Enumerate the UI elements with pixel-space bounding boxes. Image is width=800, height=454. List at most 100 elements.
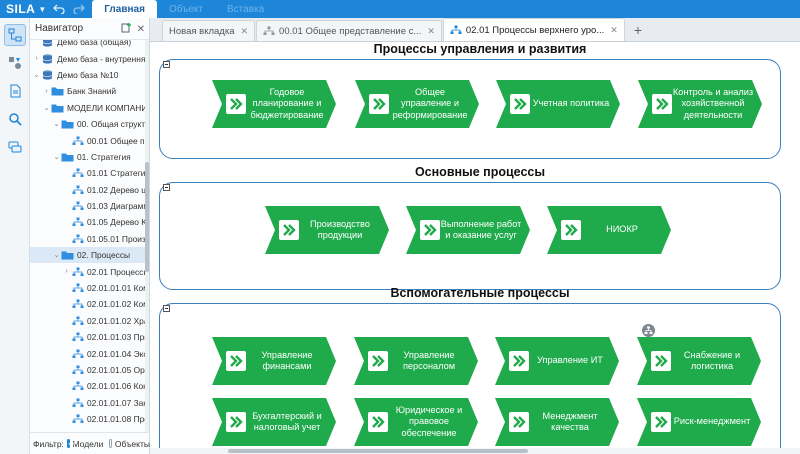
chevron-right-icon[interactable]: › <box>35 55 38 63</box>
structure-button[interactable] <box>4 52 26 74</box>
ribbon-tab-home[interactable]: Главная <box>92 0 157 18</box>
tree-item[interactable]: ⌄01. Стратегия <box>30 149 146 165</box>
search-button[interactable] <box>4 108 26 130</box>
process-block[interactable]: Снабжение и логистика <box>637 337 761 385</box>
add-tab-button[interactable]: + <box>633 22 642 38</box>
double-chevron-icon <box>656 98 669 110</box>
chevron-right-icon[interactable]: › <box>65 268 68 276</box>
group-title: Процессы управления и развития <box>373 42 587 56</box>
comments-button[interactable] <box>4 136 26 158</box>
document-tab-bar: Новая вкладка ✕ 00.01 Общее представлени… <box>150 18 800 42</box>
tree-item[interactable]: ⌄02. Процессы <box>30 247 146 264</box>
redo-icon[interactable] <box>72 2 86 16</box>
new-model-icon[interactable] <box>121 22 132 36</box>
tab-general-view[interactable]: 00.01 Общее представление с... ✕ <box>256 20 442 41</box>
app-brand[interactable]: SILA <box>6 2 36 16</box>
chevron-down-icon[interactable]: ⌄ <box>33 71 40 79</box>
tree-item-label: 02.01.01.06 Контрол <box>87 381 146 392</box>
tree-item[interactable]: 01.02 Дерево целей <box>30 182 146 198</box>
tree-item[interactable]: 01.05 Дерево KPI кс <box>30 214 146 230</box>
canvas-scroll-thumb[interactable] <box>228 449 528 453</box>
model-icon <box>71 299 84 309</box>
diagram-canvas[interactable]: Процессы управления и развития Основные … <box>150 42 800 454</box>
tree-item[interactable]: 02.01.01.01 Комплек <box>30 280 146 296</box>
tree-item[interactable]: 02.01.01.07 Заключе <box>30 395 146 411</box>
tree-item[interactable]: 02.01.01.08 Проведе <box>30 411 146 427</box>
tree-item[interactable]: ⌄Демо база №10 <box>30 67 146 83</box>
tab-new[interactable]: Новая вкладка ✕ <box>162 20 256 41</box>
tree-item[interactable]: 02.01.01.06 Контрол <box>30 378 146 394</box>
collapse-group-button[interactable] <box>163 305 170 312</box>
process-block[interactable]: Юридическое и правовое обеспечение <box>354 398 478 446</box>
chevron-right-icon[interactable]: › <box>45 87 48 95</box>
navigator-scrollbar[interactable] <box>145 40 149 432</box>
tree-item[interactable]: 02.01.01.05 Организ <box>30 362 146 378</box>
tree-item[interactable]: 00.01 Общее предст <box>30 132 146 148</box>
filter-objects-checkbox[interactable] <box>109 439 112 448</box>
tree-item[interactable]: 02.01.01.04 Экспорт <box>30 345 146 361</box>
process-block[interactable]: Управление ИТ <box>495 337 619 385</box>
tree-item[interactable]: ›Банк Знаний <box>30 83 146 99</box>
navigator-filter: Фильтр: Модели Объекты <box>30 432 150 454</box>
tree-item[interactable]: Демо база (общая) <box>30 40 146 50</box>
hierarchy-icon[interactable] <box>642 324 655 337</box>
process-block[interactable]: Выполнение работ и оказание услуг <box>406 206 530 254</box>
filter-objects-label: Объекты <box>114 438 150 449</box>
database-icon <box>41 70 54 80</box>
close-tab-icon[interactable]: ✕ <box>610 24 618 35</box>
close-icon[interactable]: ✕ <box>136 23 145 35</box>
process-block[interactable]: Управление финансами <box>212 337 336 385</box>
process-block[interactable]: НИОКР <box>547 206 671 254</box>
tree-item[interactable]: ›Демо база - внутренняя <box>30 50 146 66</box>
tree-item[interactable]: 02.01.01.02 Хранени <box>30 313 146 329</box>
document-button[interactable] <box>4 80 26 102</box>
tree-item[interactable]: › 02.01 Процессы верх <box>30 263 146 279</box>
process-label: Бухгалтерский и налоговый учет <box>252 410 322 432</box>
tree-item[interactable]: 01.03 Диаграмма ок <box>30 198 146 214</box>
tab-top-level-processes[interactable]: 02.01 Процессы верхнего уро... ✕ <box>442 18 625 41</box>
process-block[interactable]: Годовое планирование и бюджетирование <box>212 80 336 128</box>
ribbon-tab-object[interactable]: Объект <box>168 3 203 15</box>
canvas-horizontal-scrollbar[interactable] <box>150 448 800 454</box>
process-block[interactable]: Риск-менеджмент <box>637 398 761 446</box>
brand-menu-chevron-icon[interactable]: ▼ <box>38 4 47 14</box>
tree-item-label: 02.01.01.08 Проведе <box>87 414 146 425</box>
double-chevron-icon <box>513 416 526 428</box>
tab-label: 00.01 Общее представление с... <box>279 25 422 37</box>
tree-item-label: 02.01 Процессы верх <box>87 266 146 277</box>
process-block[interactable]: Контроль и анализ хозяйственной деятельн… <box>638 80 762 128</box>
process-block[interactable]: Учетная политика <box>496 80 620 128</box>
model-icon <box>71 168 84 178</box>
filter-models-checkbox[interactable] <box>66 439 70 448</box>
shapes-icon <box>9 57 21 69</box>
tree-item[interactable]: 02.01.01.02 Комплек <box>30 296 146 312</box>
process-block[interactable]: Производство продукции <box>265 206 389 254</box>
chevron-down-icon[interactable]: ⌄ <box>43 104 50 112</box>
ribbon-tab-insert[interactable]: Вставка <box>227 3 265 15</box>
chevron-down-icon[interactable]: ⌄ <box>53 252 60 260</box>
close-tab-icon[interactable]: ✕ <box>427 25 435 36</box>
undo-icon[interactable] <box>52 2 66 16</box>
tree-item[interactable]: ⌄МОДЕЛИ КОМПАНИИ <box>30 100 146 116</box>
tree-item[interactable]: 01.01 Стратегия ко <box>30 165 146 181</box>
process-block[interactable]: Общее управление и реформирование <box>355 80 479 128</box>
process-label: Производство продукции <box>310 218 370 240</box>
process-block[interactable]: Управление персоналом <box>354 337 478 385</box>
navigator-icon <box>8 28 22 42</box>
tree-item[interactable]: ⌄00. Общая структура <box>30 116 146 132</box>
process-block[interactable]: Бухгалтерский и налоговый учет <box>212 398 336 446</box>
chevron-down-icon[interactable]: ⌄ <box>53 153 60 161</box>
tree-item[interactable]: 02.01.01.03 Приемка <box>30 329 146 345</box>
close-tab-icon[interactable]: ✕ <box>240 25 249 36</box>
navigator-scroll-thumb[interactable] <box>145 162 149 272</box>
collapse-group-button[interactable] <box>163 184 170 191</box>
tree-item[interactable]: 01.05.01 Производи <box>30 231 146 247</box>
chevron-down-icon[interactable]: ⌄ <box>53 121 60 129</box>
process-block[interactable]: Менеджмент качества <box>495 398 619 446</box>
double-chevron-icon <box>424 224 437 236</box>
collapse-group-button[interactable] <box>163 61 170 68</box>
folder-icon <box>61 119 74 129</box>
tree-item-label: Демо база (общая) <box>57 40 132 48</box>
tree-item-label: 02.01.01.07 Заключе <box>87 397 146 408</box>
navigator-toggle-button[interactable] <box>4 24 26 46</box>
